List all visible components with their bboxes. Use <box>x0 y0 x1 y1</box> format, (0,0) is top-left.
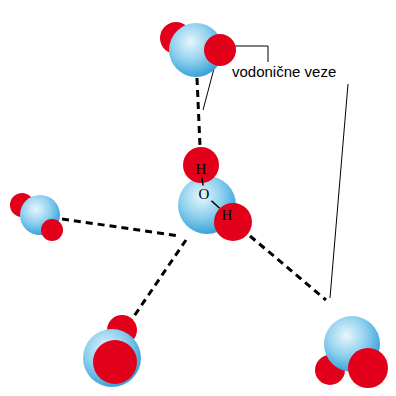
hydrogen-atom: H <box>220 207 235 224</box>
hydrogen-atom: H <box>194 161 209 178</box>
water-molecule-left <box>10 193 63 241</box>
atom-symbol: H <box>196 162 207 177</box>
covalent-bond <box>201 178 203 186</box>
water-molecule-top <box>160 22 236 77</box>
atom-symbol: H <box>222 208 233 223</box>
atom-symbol: O <box>199 187 210 202</box>
hydrogen-bond-label: vodonične veze <box>232 64 336 81</box>
hydrogen-bond-lines <box>62 78 326 325</box>
water-molecule-bottom-right <box>315 316 388 388</box>
leader-lines <box>203 46 348 298</box>
water-molecule-center <box>178 147 252 241</box>
covalent-bond <box>211 201 219 208</box>
oxygen-atom: O <box>197 186 212 203</box>
water-molecule-bottom-left <box>83 315 141 387</box>
